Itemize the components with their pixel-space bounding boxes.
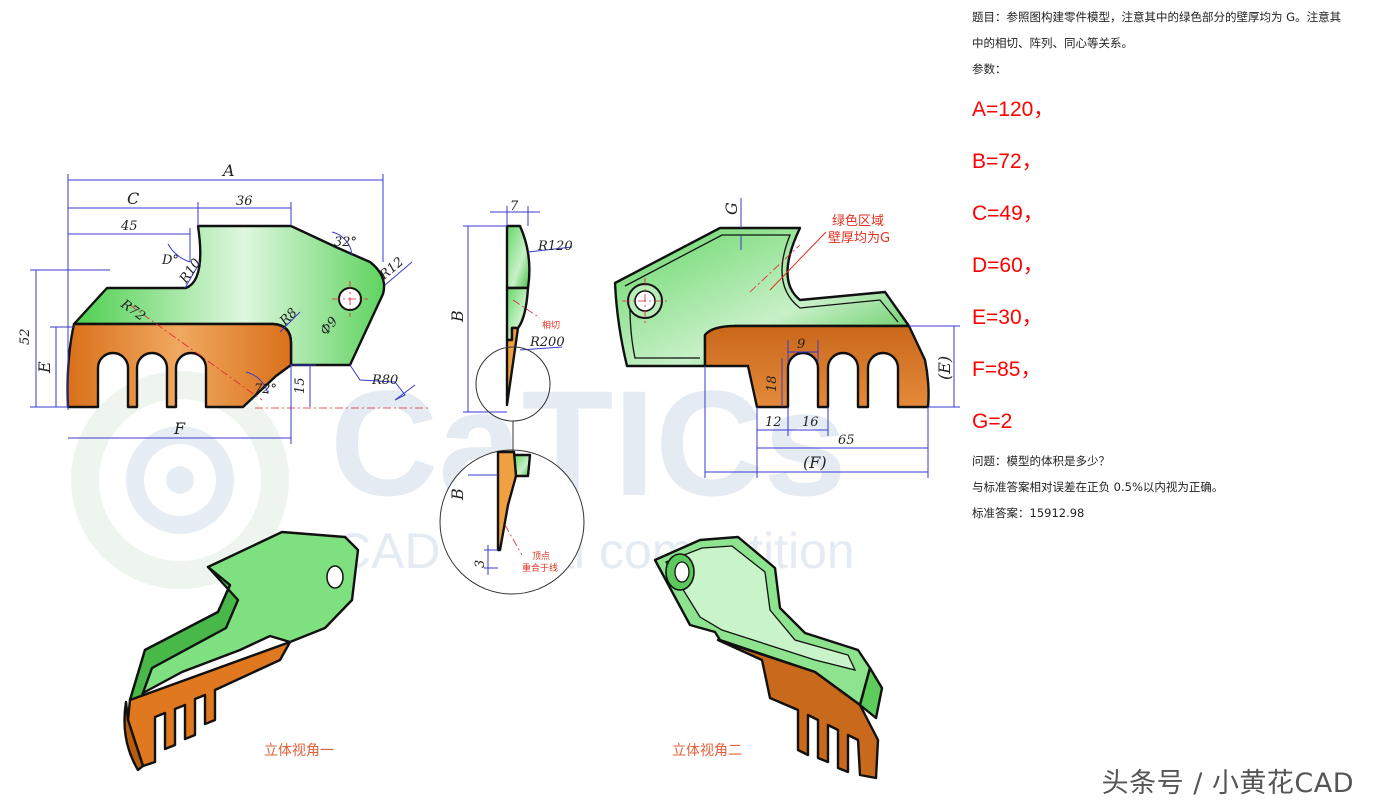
side-view: 7 R120 B 相切 R200 B 3 顶点 重合于线 — [439, 199, 585, 595]
dim-45: 45 — [120, 219, 138, 234]
iso-view-2: 立体视角二 — [653, 535, 884, 780]
problem-panel: 题目：参照图构建零件模型，注意其中的绿色部分的壁厚均为 G。注意其 中的相切、阵… — [972, 4, 1368, 526]
front-view: A C 36 45 D° R10 32° R12 R72 R8 Ф9 52 E … — [18, 161, 430, 444]
dim-36: 36 — [236, 194, 253, 209]
detail-note-vertex: 顶点 — [532, 551, 550, 562]
dim-15: 15 — [293, 377, 308, 394]
dim-52: 52 — [18, 328, 33, 345]
problem-title-line1: 题目：参照图构建零件模型，注意其中的绿色部分的壁厚均为 G。注意其 — [972, 10, 1342, 24]
param-F: F=85， — [972, 358, 1042, 381]
detail-dim-3: 3 — [473, 560, 488, 568]
param-A: A=120， — [972, 98, 1055, 121]
iso-caption-2: 立体视角二 — [672, 743, 742, 759]
param-C: C=49， — [972, 202, 1044, 225]
tolerance-note: 与标准答案相对误差在正负 0.5%以内视为正确。 — [972, 480, 1224, 494]
params-label: 参数： — [972, 62, 1007, 76]
standard-answer: 标准答案：15912.98 — [972, 506, 1085, 520]
param-G: G=2 — [972, 410, 1013, 433]
dim-72deg: 72° — [254, 382, 277, 397]
dim-A: A — [221, 161, 235, 180]
watermark-sub: CAD digital competition — [335, 523, 855, 579]
detail-dim-B: B — [448, 488, 467, 501]
gear-logo-icon — [71, 371, 289, 589]
problem-title-line2: 中的相切、阵列、同心等关系。 — [972, 36, 1133, 50]
back-orange-comb — [703, 324, 930, 409]
dim-D: D° — [161, 253, 179, 268]
dim-7: 7 — [510, 199, 519, 214]
back-dim-E: (E) — [935, 356, 954, 380]
dim-R120: R120 — [537, 239, 573, 254]
dim-R200: R200 — [529, 335, 565, 350]
back-note-line2: 壁厚均为G — [828, 231, 890, 246]
param-D: D=60， — [972, 254, 1044, 277]
iso1-orange — [126, 640, 292, 768]
iso2-green-inner — [665, 545, 857, 671]
source-watermark: 头条号 / 小黄花CAD — [1101, 768, 1354, 799]
dim-F: F — [173, 419, 186, 438]
iso-caption-1: 立体视角一 — [264, 743, 334, 759]
dim-B: B — [448, 310, 467, 323]
back-dim-18: 18 — [765, 375, 780, 392]
iso-view-1: 立体视角一 — [123, 530, 360, 772]
back-dim-12: 12 — [765, 415, 782, 430]
back-note-line1: 绿色区域 — [832, 213, 884, 229]
question: 问题：模型的体积是多少？ — [972, 454, 1110, 468]
iso1-orange-side — [123, 700, 145, 772]
iso2-orange — [716, 638, 880, 780]
dim-32deg: 32° — [334, 235, 357, 250]
back-dim-9: 9 — [797, 337, 805, 352]
back-view: G 9 18 12 16 65 (E) (F) 绿色区域 壁厚均为G — [613, 198, 960, 478]
iso1-hole — [326, 565, 344, 589]
iso2-green-right — [858, 666, 884, 720]
dim-E: E — [35, 361, 54, 374]
iso2-hole — [674, 561, 690, 583]
side-detail-circle-large — [439, 449, 585, 595]
param-B: B=72， — [972, 150, 1043, 173]
back-dim-16: 16 — [802, 415, 819, 430]
param-E: E=30， — [972, 306, 1043, 329]
dim-R80: R80 — [371, 373, 398, 388]
params-list: A=120， B=72， C=49， D=60， E=30， F=85， G=2 — [972, 84, 1368, 448]
back-dim-F: (F) — [803, 453, 827, 472]
side-green-upper — [505, 224, 531, 290]
detail-note-coincident: 重合于线 — [522, 562, 558, 574]
front-orange-comb — [66, 322, 293, 409]
back-dim-G: G — [722, 202, 741, 215]
note-tangent: 相切 — [542, 319, 560, 331]
back-dim-65: 65 — [838, 433, 855, 448]
dim-C: C — [127, 189, 139, 208]
